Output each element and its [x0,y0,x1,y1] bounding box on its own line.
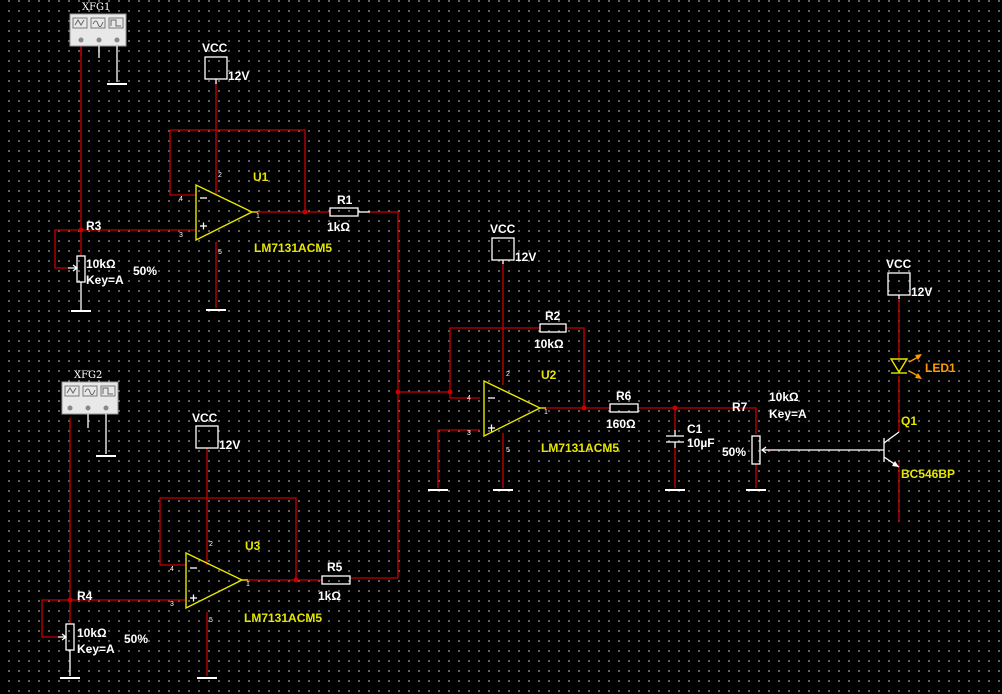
transistor-q1[interactable]: Q1 BC546BP [775,414,955,481]
r2-ref: R2 [545,309,561,323]
vcc3-value: 12V [219,438,240,452]
resistor-r2[interactable]: R2 10kΩ [534,309,567,351]
c1-value: 10µF [687,436,715,450]
vcc2-label: VCC [490,222,516,236]
q1-ref: Q1 [901,414,917,428]
pin-label: 4 [467,395,471,402]
r6-ref: R6 [616,389,632,403]
led-led1[interactable]: LED1 [889,354,956,379]
r3-ref: R3 [86,219,102,233]
r7-ref: R7 [732,400,748,414]
r1-ref: R1 [337,193,353,207]
r4-value: 10kΩ [77,626,107,640]
pin-label: 2 [209,541,213,548]
q1-model: BC546BP [901,467,955,481]
pin-label: 1 [256,213,260,220]
vcc1-label: VCC [202,41,228,55]
opamp-u3[interactable]: 4 3 2 5 1 U3 LM7131ACM5 [170,539,322,679]
r3-value: 10kΩ [86,257,116,271]
pin-label: 3 [467,430,471,437]
function-generator-xfg2[interactable]: XFG2 [61,370,119,457]
function-generator-xfg1[interactable]: XFG1 [69,2,127,85]
u2-ref: U2 [541,368,557,382]
r6-value: 160Ω [606,417,636,431]
pin-label: 5 [506,447,510,454]
r2-value: 10kΩ [534,337,564,351]
r1-value: 1kΩ [327,220,350,234]
c1-ref: C1 [687,422,703,436]
r3-percent: 50% [133,264,157,278]
vcc1-value: 12V [228,69,249,83]
u1-model: LM7131ACM5 [254,241,332,255]
resistor-r1[interactable]: R1 1kΩ [327,193,370,234]
pin-label: 2 [218,172,222,179]
resistor-r5[interactable]: R5 1kΩ [318,560,351,603]
pin-label: 1 [544,409,548,416]
r7-percent: 50% [722,445,746,459]
wires [41,46,900,676]
u2-model: LM7131ACM5 [541,441,619,455]
u3-ref: U3 [245,539,261,553]
potentiometer-r3[interactable]: R3 10kΩ Key=A 50% [68,219,157,312]
r4-percent: 50% [124,632,148,646]
xfg2-label: XFG2 [74,370,102,381]
capacitor-c1[interactable]: C1 10µF [665,422,715,491]
pin-label: 2 [506,371,510,378]
u3-model: LM7131ACM5 [244,611,322,625]
vcc3-label: VCC [192,411,218,425]
pin-label: 4 [170,566,174,573]
r7-key: Key=A [769,407,807,421]
vcc-source-4[interactable]: VCC 12V [886,257,932,299]
r4-ref: R4 [77,589,93,603]
opamp-u2[interactable]: 4 3 2 5 1 U2 LM7131ACM5 [428,368,619,491]
pin-label: 1 [246,581,250,588]
opamp-u1[interactable]: 4 3 2 5 1 U1 LM7131ACM5 [179,170,332,311]
resistor-r6[interactable]: R6 160Ω [606,389,639,431]
junctions [67,209,678,603]
potentiometer-r7[interactable]: R7 10kΩ Key=A 50% [722,390,807,491]
vcc-source-1[interactable]: VCC 12V [202,41,249,84]
r5-ref: R5 [327,560,343,574]
vcc-source-3[interactable]: VCC 12V [192,411,240,452]
r5-value: 1kΩ [318,589,341,603]
r7-value: 10kΩ [769,390,799,404]
vcc-source-2[interactable]: VCC 12V [490,222,536,264]
u1-ref: U1 [253,170,269,184]
vcc4-value: 12V [911,285,932,299]
pin-label: 3 [170,601,174,608]
r3-key: Key=A [86,273,124,287]
led1-ref: LED1 [925,361,956,375]
pin-label: 5 [218,249,222,256]
r4-key: Key=A [77,642,115,656]
xfg1-label: XFG1 [82,2,110,13]
vcc4-label: VCC [886,257,912,271]
pin-label: 3 [179,232,183,239]
pin-label: 4 [179,196,183,203]
potentiometer-r4[interactable]: R4 10kΩ Key=A 50% [58,589,148,679]
pin-label: 5 [209,617,213,624]
vcc2-value: 12V [515,250,536,264]
